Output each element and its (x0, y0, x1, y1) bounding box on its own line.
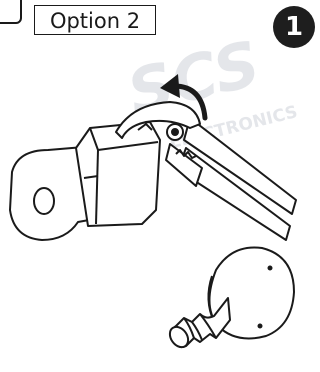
sensor-cap (166, 247, 294, 350)
step-number-badge: 1 (273, 6, 315, 48)
sensor-housing (10, 122, 160, 240)
